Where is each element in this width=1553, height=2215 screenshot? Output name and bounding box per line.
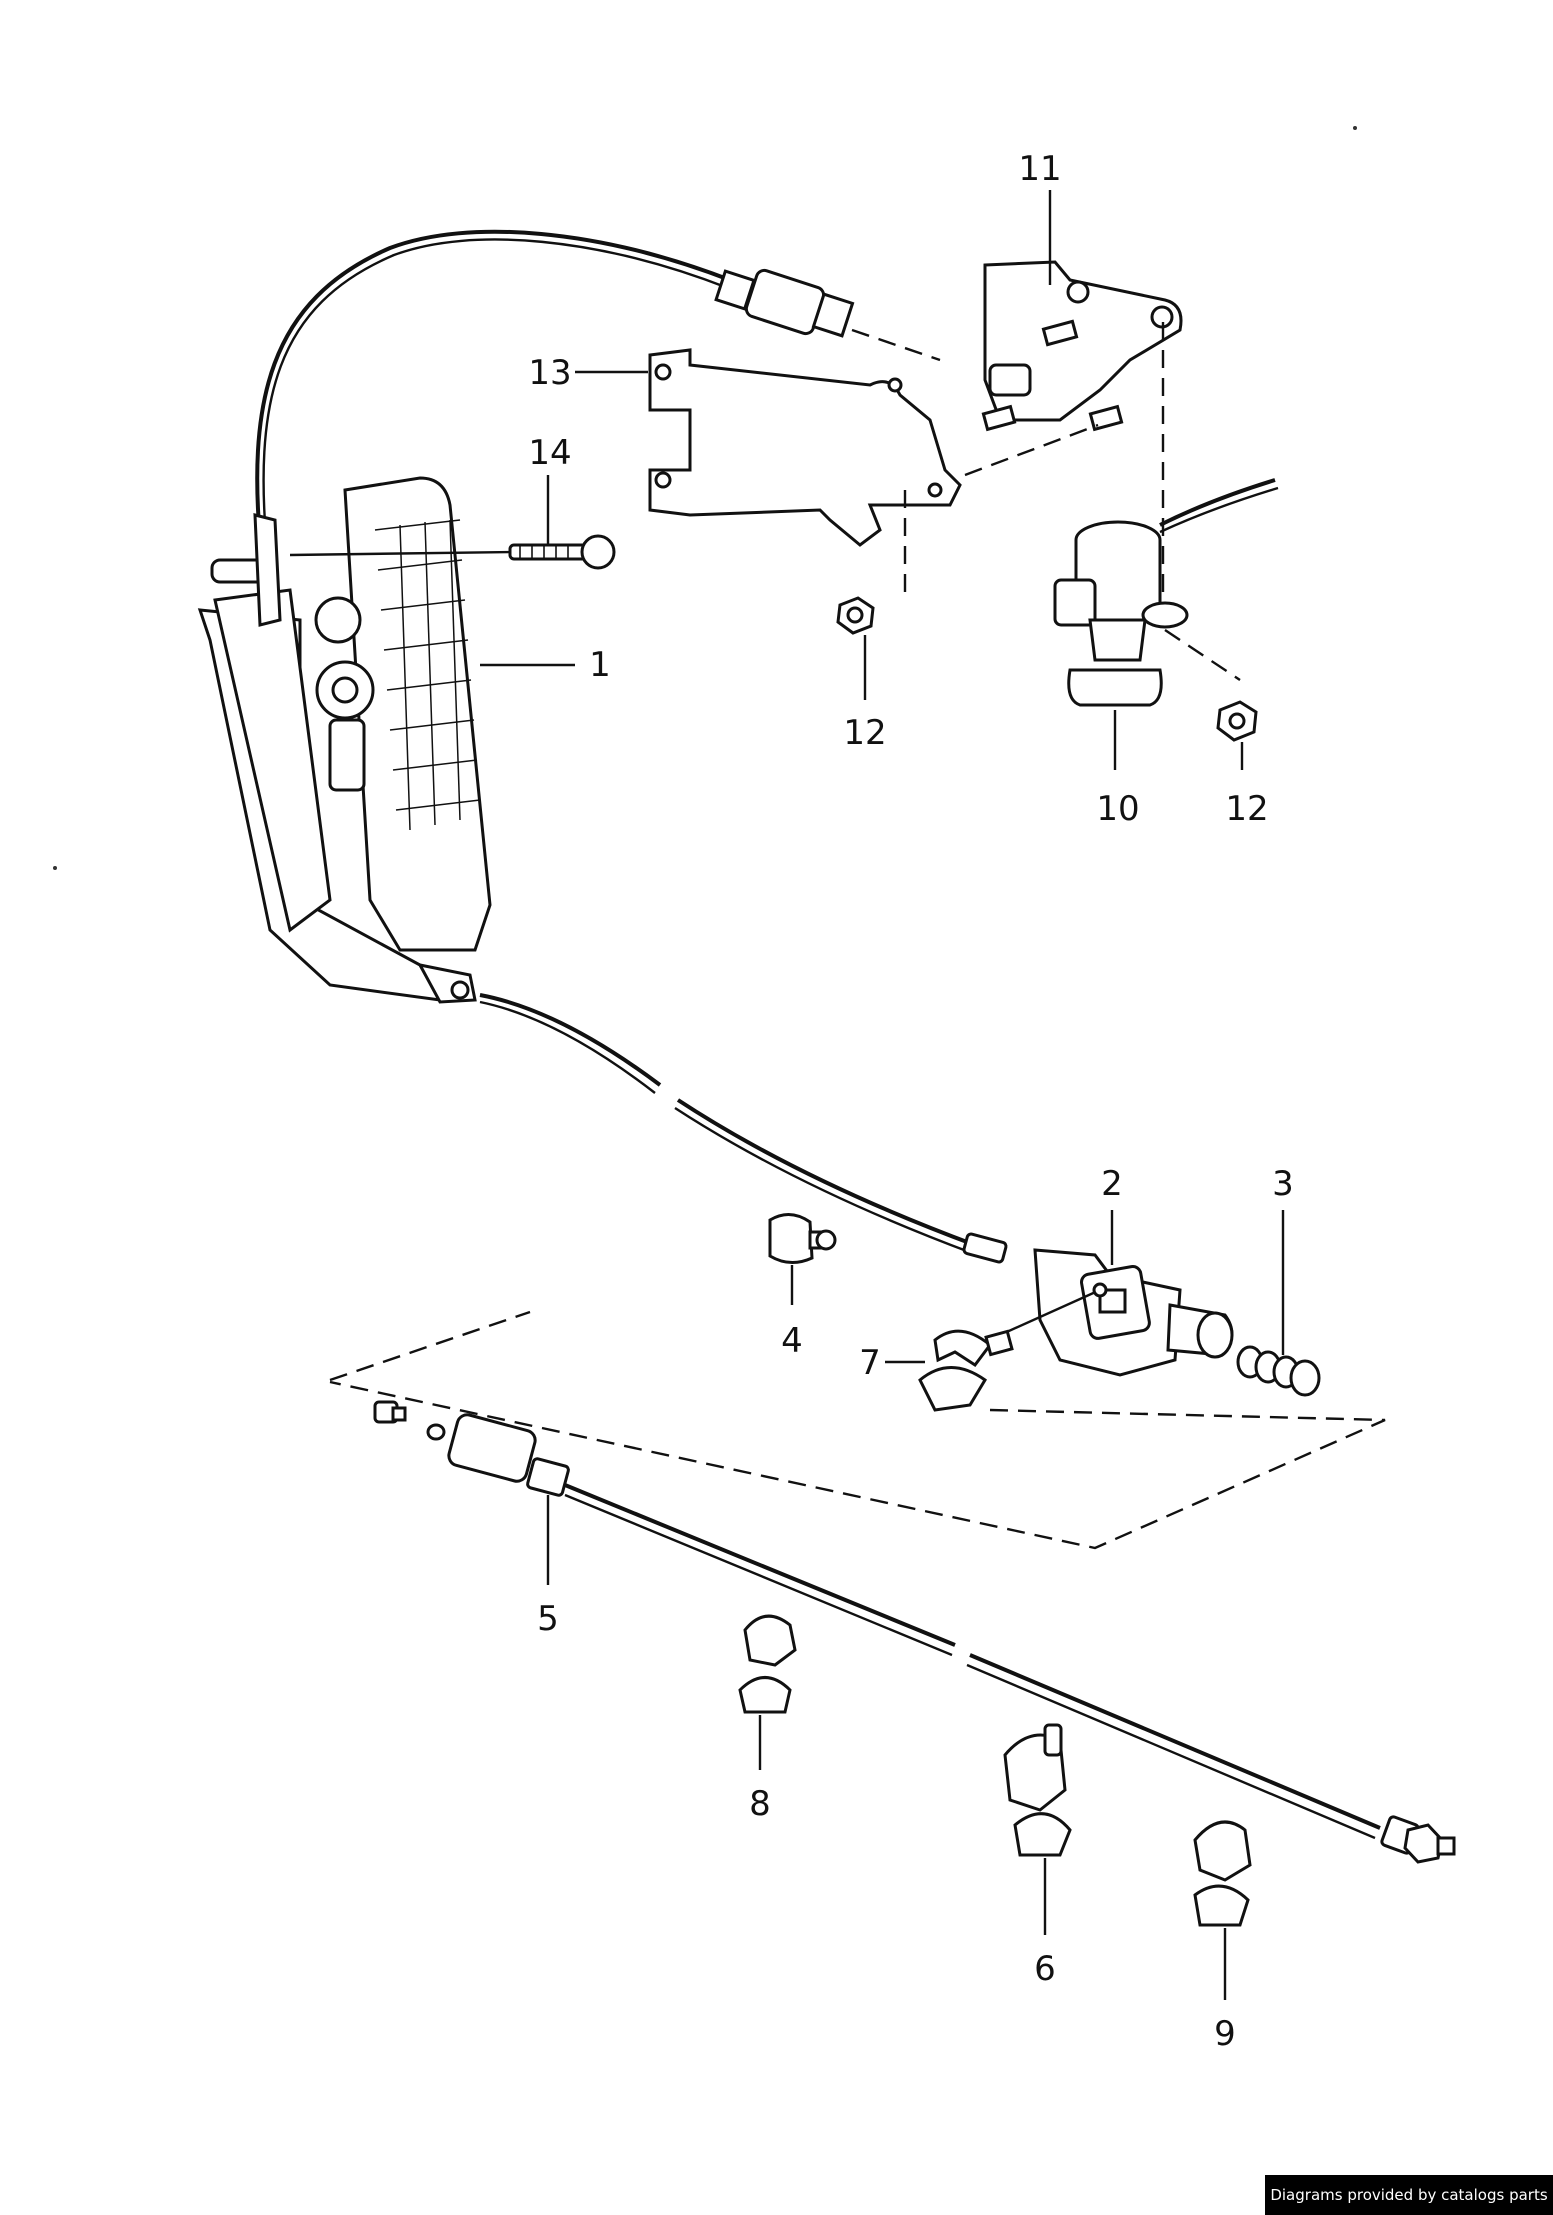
callout-11: 11 — [1018, 149, 1061, 189]
callout-12-left: 12 — [843, 713, 886, 753]
cable-lever-mechanism — [999, 1248, 1234, 1377]
nut-right — [1216, 700, 1258, 742]
callout-2: 2 — [1101, 1164, 1123, 1204]
mounting-bracket — [648, 348, 962, 547]
accelerator-pedal — [197, 476, 492, 1004]
callout-10: 10 — [1096, 789, 1139, 829]
callout-6: 6 — [1034, 1949, 1056, 1989]
callout-14: 14 — [528, 433, 571, 473]
callout-3: 3 — [1272, 1164, 1294, 1204]
callout-4: 4 — [781, 1321, 803, 1361]
callout-5: 5 — [537, 1599, 559, 1639]
bolt — [289, 534, 616, 570]
cable-clip-6 — [1003, 1723, 1072, 1857]
upper-throttle-cable — [255, 229, 941, 561]
callout-8: 8 — [749, 1784, 771, 1824]
throttle-lever-assembly — [964, 260, 1183, 620]
leader-lines — [480, 190, 1285, 2000]
callout-9: 9 — [1214, 2014, 1236, 2054]
seal-rings — [1236, 1345, 1321, 1397]
clip-small — [918, 1329, 1014, 1412]
nut-left — [836, 490, 907, 635]
assembly-boundary — [329, 1310, 1386, 1550]
cable-clip-9 — [1193, 1820, 1252, 1927]
grommet — [768, 1213, 837, 1264]
callout-1: 1 — [589, 645, 611, 685]
callout-12-right: 12 — [1225, 789, 1268, 829]
lower-throttle-cable — [479, 993, 1008, 1264]
callout-7: 7 — [859, 1343, 881, 1383]
cable-clip-8 — [738, 1614, 797, 1714]
actuator-damper — [1053, 478, 1279, 707]
diagram-credit-banner: Diagrams provided by catalogs parts — [1265, 2175, 1553, 2215]
callout-13: 13 — [528, 353, 571, 393]
accelerator-cable — [373, 1400, 1456, 1864]
